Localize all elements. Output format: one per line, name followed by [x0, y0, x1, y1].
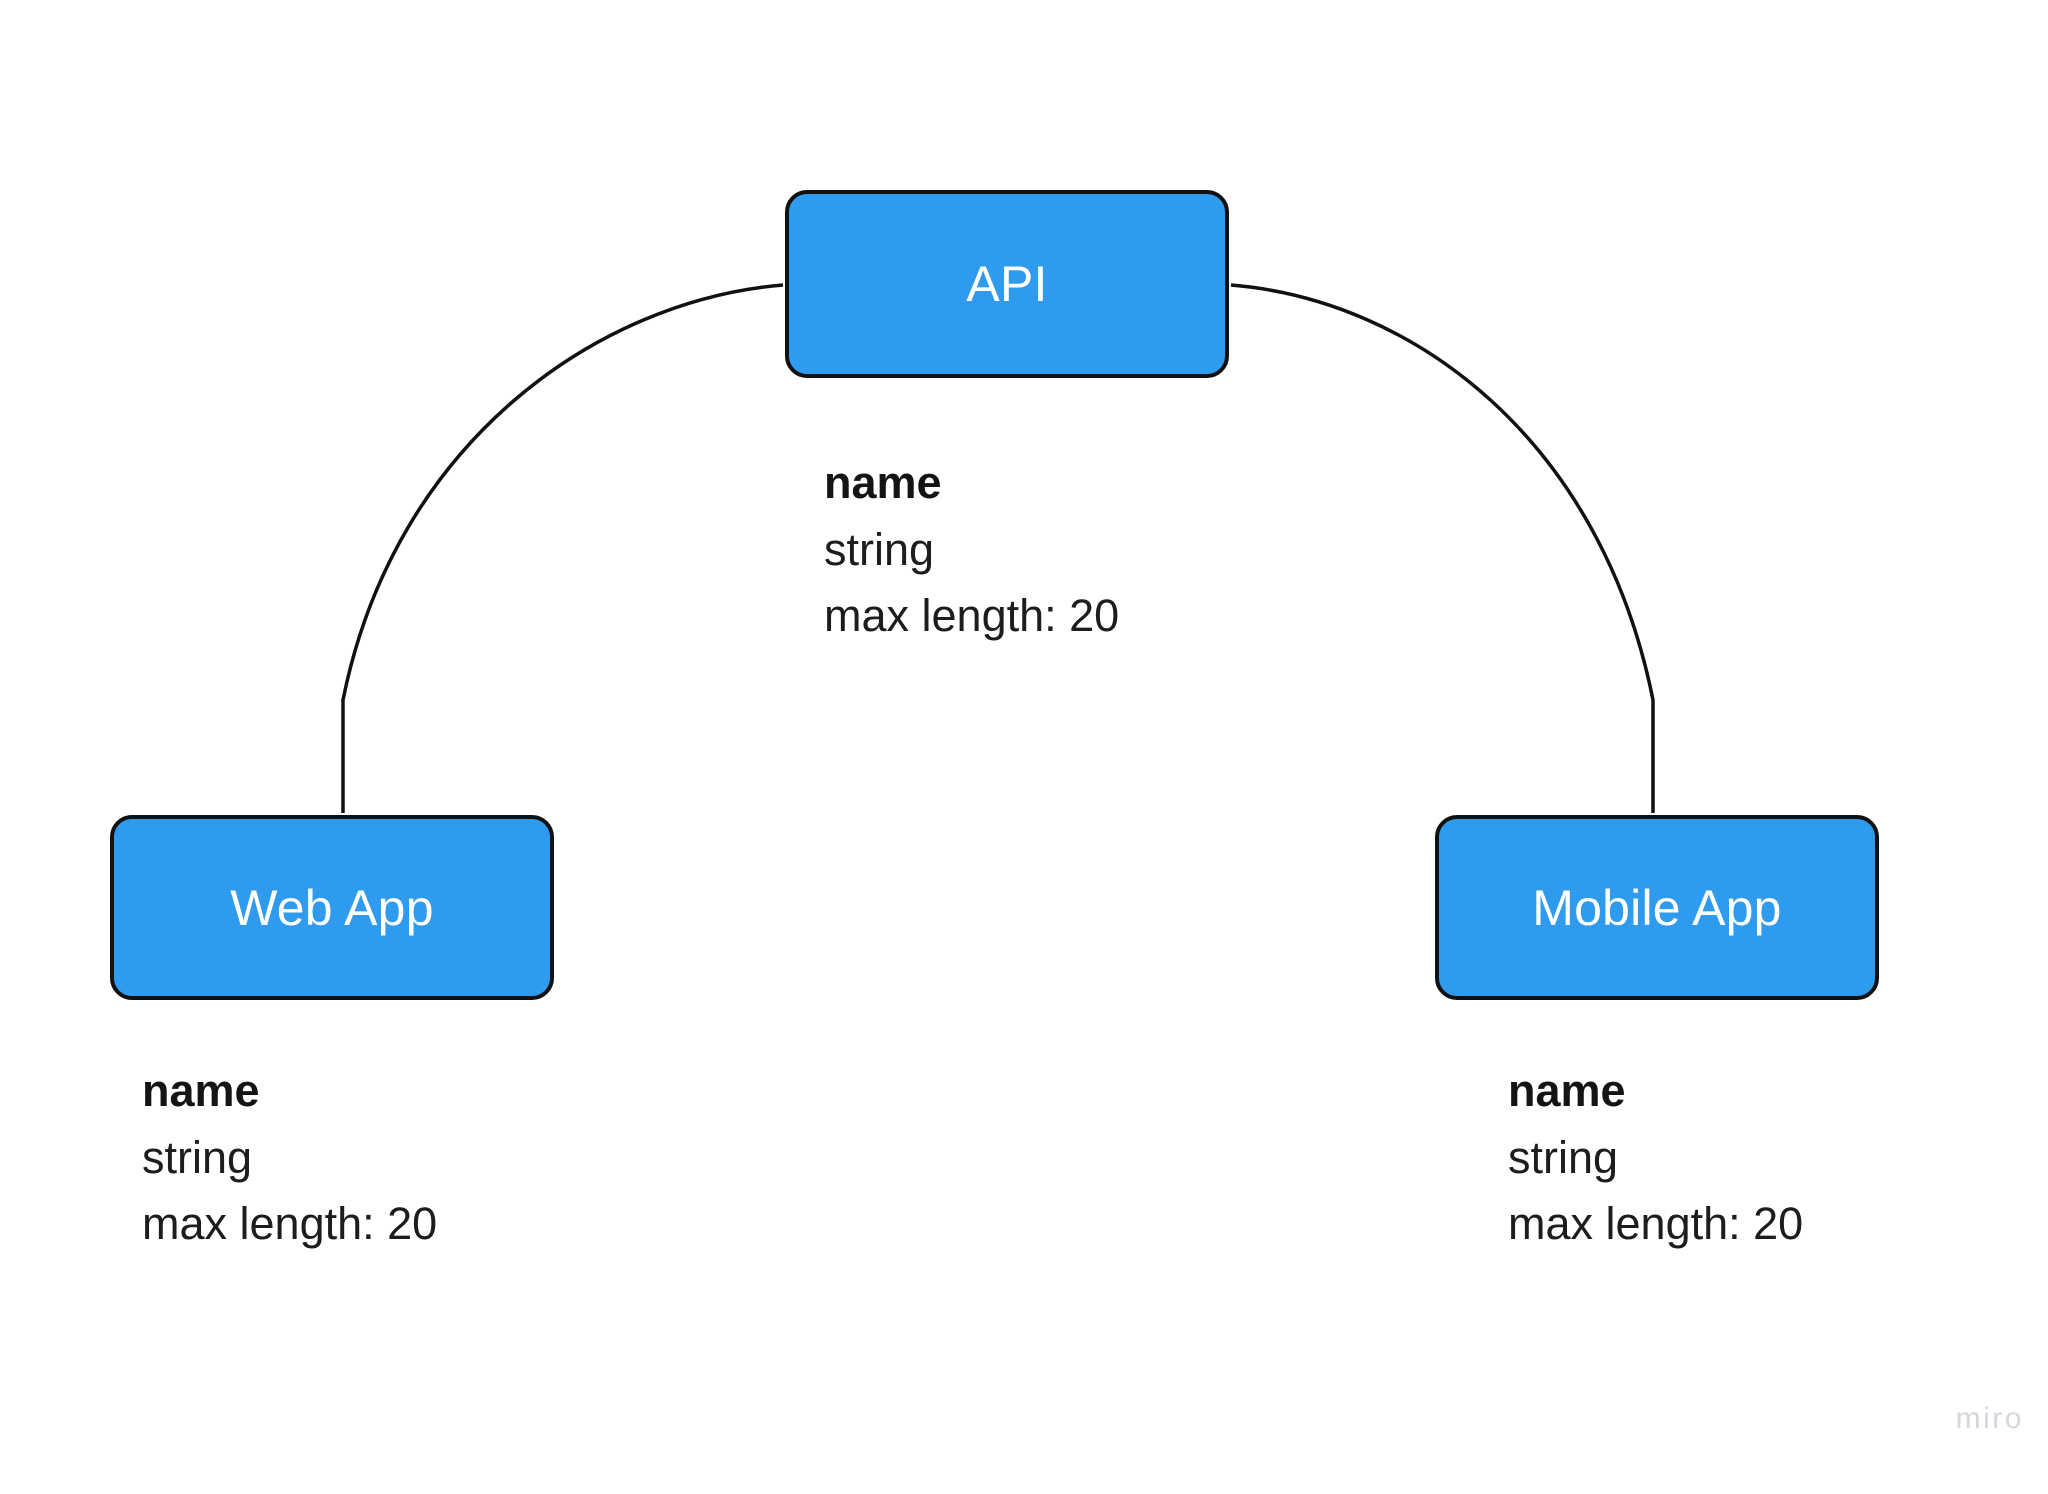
annotation-mobile-app-field-constraint: max length: 20 — [1508, 1198, 1804, 1250]
node-api-label: API — [966, 256, 1048, 312]
edge-api-to-mobile-app — [1230, 283, 1655, 813]
annotation-api-field-type: string — [824, 523, 935, 575]
node-web-app[interactable]: Web App — [110, 815, 554, 1000]
annotation-mobile-app-field-type: string — [1508, 1131, 1619, 1183]
annotation-api-field-constraint: max length: 20 — [824, 590, 1120, 642]
annotation-web-app-field-constraint: max length: 20 — [142, 1198, 438, 1250]
node-api[interactable]: API — [785, 190, 1229, 378]
annotation-mobile-app-field-name: name — [1508, 1065, 1626, 1116]
node-mobile-app-label: Mobile App — [1532, 879, 1782, 936]
annotation-mobile-app-field: name string max length: 20 — [1508, 1058, 1803, 1258]
annotation-web-app-field-type: string — [142, 1131, 253, 1183]
annotation-web-app-field: name string max length: 20 — [142, 1058, 437, 1258]
edge-api-to-web-app — [341, 283, 784, 813]
annotation-web-app-field-name: name — [142, 1065, 260, 1116]
node-mobile-app[interactable]: Mobile App — [1435, 815, 1879, 1000]
node-web-app-label: Web App — [230, 879, 434, 936]
annotation-api-field: name string max length: 20 — [824, 450, 1119, 650]
miro-watermark: miro — [1955, 1402, 2024, 1435]
annotation-api-field-name: name — [824, 457, 942, 508]
